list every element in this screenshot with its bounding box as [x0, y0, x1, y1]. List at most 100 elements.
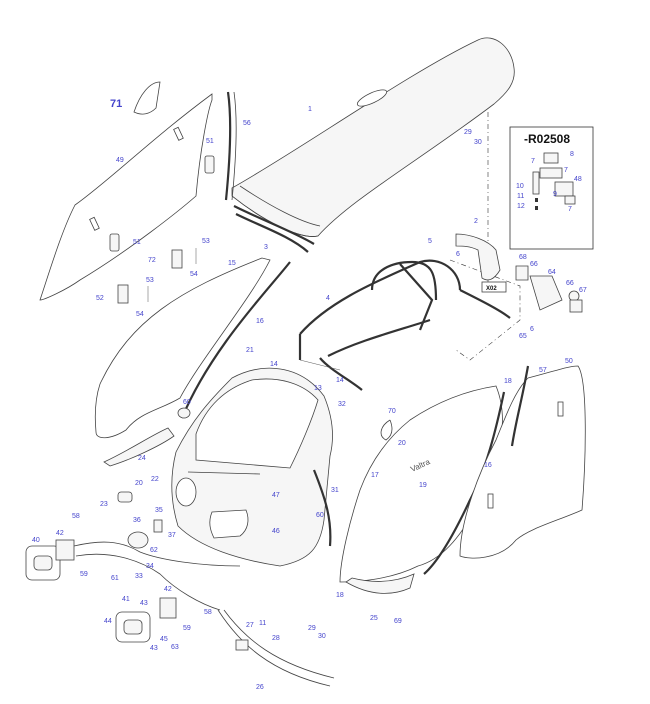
part-label-p5: 5: [428, 238, 432, 245]
door-seal-16-right: [423, 391, 506, 575]
strip-25: [345, 573, 415, 594]
part-label-p4: 4: [326, 295, 330, 302]
part-label-p66b: 66: [566, 280, 574, 287]
part-label-i11: 11: [517, 193, 524, 200]
part-label-p64: 64: [548, 269, 556, 276]
right-rear-window[interactable]: [459, 365, 586, 559]
inset-nut: [535, 206, 538, 210]
part-label-p60b: 60: [316, 512, 324, 519]
front-panel[interactable]: [171, 367, 333, 567]
air-duct-2[interactable]: [455, 233, 501, 281]
part-label-p36: 36: [133, 517, 141, 524]
part-label-p16a: 16: [256, 318, 264, 325]
connector-35[interactable]: [153, 519, 163, 533]
part-label-p3: 3: [264, 244, 268, 251]
part-label-p2: 2: [474, 218, 478, 225]
part-label-p59a: 59: [80, 571, 88, 578]
part-label-p16b: 16: [484, 462, 492, 469]
part-label-i12: 12: [517, 203, 525, 210]
part-label-p45: 45: [160, 636, 168, 643]
cab-frame[interactable]: [298, 259, 511, 391]
part-label-p31: 31: [331, 487, 339, 494]
part-label-p51a: 51: [206, 138, 214, 145]
part-label-p54a: 54: [190, 271, 198, 278]
cable-70: [380, 419, 393, 441]
bracket-42a[interactable]: [55, 539, 75, 561]
part-label-p43a: 43: [140, 600, 148, 607]
right-door-glass[interactable]: [339, 385, 503, 583]
inset-bolt: [532, 171, 540, 195]
strip-24: [103, 427, 175, 467]
seal-56: [224, 91, 232, 201]
latch-51-lower[interactable]: [109, 233, 120, 252]
pad-60: [177, 407, 191, 419]
inset-washer: [535, 198, 538, 202]
part-label-p43b: 43: [150, 645, 158, 652]
roof-panel[interactable]: [231, 37, 515, 237]
part-label-i48: 48: [574, 176, 582, 183]
part-label-p15: 15: [228, 260, 236, 267]
part-label-p33: 33: [135, 573, 143, 580]
part-label-p58b: 58: [204, 609, 212, 616]
part-label-i7c: 7: [568, 206, 572, 213]
part-label-p20a: 20: [398, 440, 406, 447]
part-label-p34: 34: [146, 563, 154, 570]
part-label-p52: 52: [96, 295, 104, 302]
connector-x02: [481, 281, 507, 293]
work-light-41[interactable]: [115, 611, 151, 643]
part-label-p49: 49: [116, 157, 124, 164]
part-label-p59b: 59: [183, 625, 191, 632]
left-door-glass[interactable]: [94, 257, 271, 439]
bracket-64[interactable]: [529, 275, 563, 311]
part-label-p29b: 29: [308, 625, 316, 632]
part-label-p32: 32: [338, 401, 346, 408]
left-rear-window[interactable]: [39, 93, 213, 301]
plug-23[interactable]: [117, 491, 133, 503]
part-label-p37: 37: [168, 532, 176, 539]
work-light-40[interactable]: [25, 545, 61, 581]
part-label-p25: 25: [370, 615, 378, 622]
part-label-p30a: 30: [474, 139, 482, 146]
part-label-p53b: 53: [146, 277, 154, 284]
part-label-p22: 22: [151, 476, 159, 483]
part-label-i9: 9: [553, 191, 557, 198]
part-label-p62: 62: [150, 547, 158, 554]
knob-66[interactable]: [568, 290, 580, 302]
roof-seal-front: [235, 213, 309, 253]
bracket-42b[interactable]: [159, 597, 177, 619]
inset-bracket-right: [554, 181, 574, 197]
clamp-27[interactable]: [235, 639, 249, 651]
inset-clip-top: [543, 152, 559, 164]
part-label-i7a: 7: [531, 158, 535, 165]
inset-detail-box: -R02508: [509, 126, 594, 250]
part-label-p17: 17: [371, 472, 379, 479]
hinge-52[interactable]: [117, 284, 129, 304]
part-label-p42b: 42: [164, 586, 172, 593]
connector-x02-label: X02: [486, 286, 497, 292]
part-label-p65: 65: [519, 333, 527, 340]
part-label-p57: 57: [539, 367, 547, 374]
small-window-71[interactable]: [133, 81, 161, 115]
part-label-p23: 23: [100, 501, 108, 508]
inset-clip-bottom: [564, 195, 576, 205]
part-label-p66a: 66: [530, 261, 538, 268]
part-label-p6a: 6: [456, 251, 460, 258]
part-label-p58a: 58: [72, 513, 80, 520]
inset-title: -R02508: [524, 132, 570, 146]
part-label-p54b: 54: [136, 311, 144, 318]
bracket-67[interactable]: [569, 299, 583, 313]
latch-51-upper[interactable]: [204, 155, 215, 174]
inset-bracket: [539, 167, 563, 179]
part-label-i7b: 7: [564, 167, 568, 174]
part-label-p53a: 53: [202, 238, 210, 245]
seal-57: [510, 365, 530, 447]
hinge-72[interactable]: [171, 249, 183, 269]
part-label-p51b: 51: [133, 239, 141, 246]
bracket-68[interactable]: [515, 265, 529, 281]
part-label-p18b: 18: [336, 592, 344, 599]
speaker-36[interactable]: [127, 531, 149, 549]
part-label-p41: 41: [122, 596, 130, 603]
part-label-p56: 56: [243, 120, 251, 127]
part-label-p47: 47: [272, 492, 280, 499]
